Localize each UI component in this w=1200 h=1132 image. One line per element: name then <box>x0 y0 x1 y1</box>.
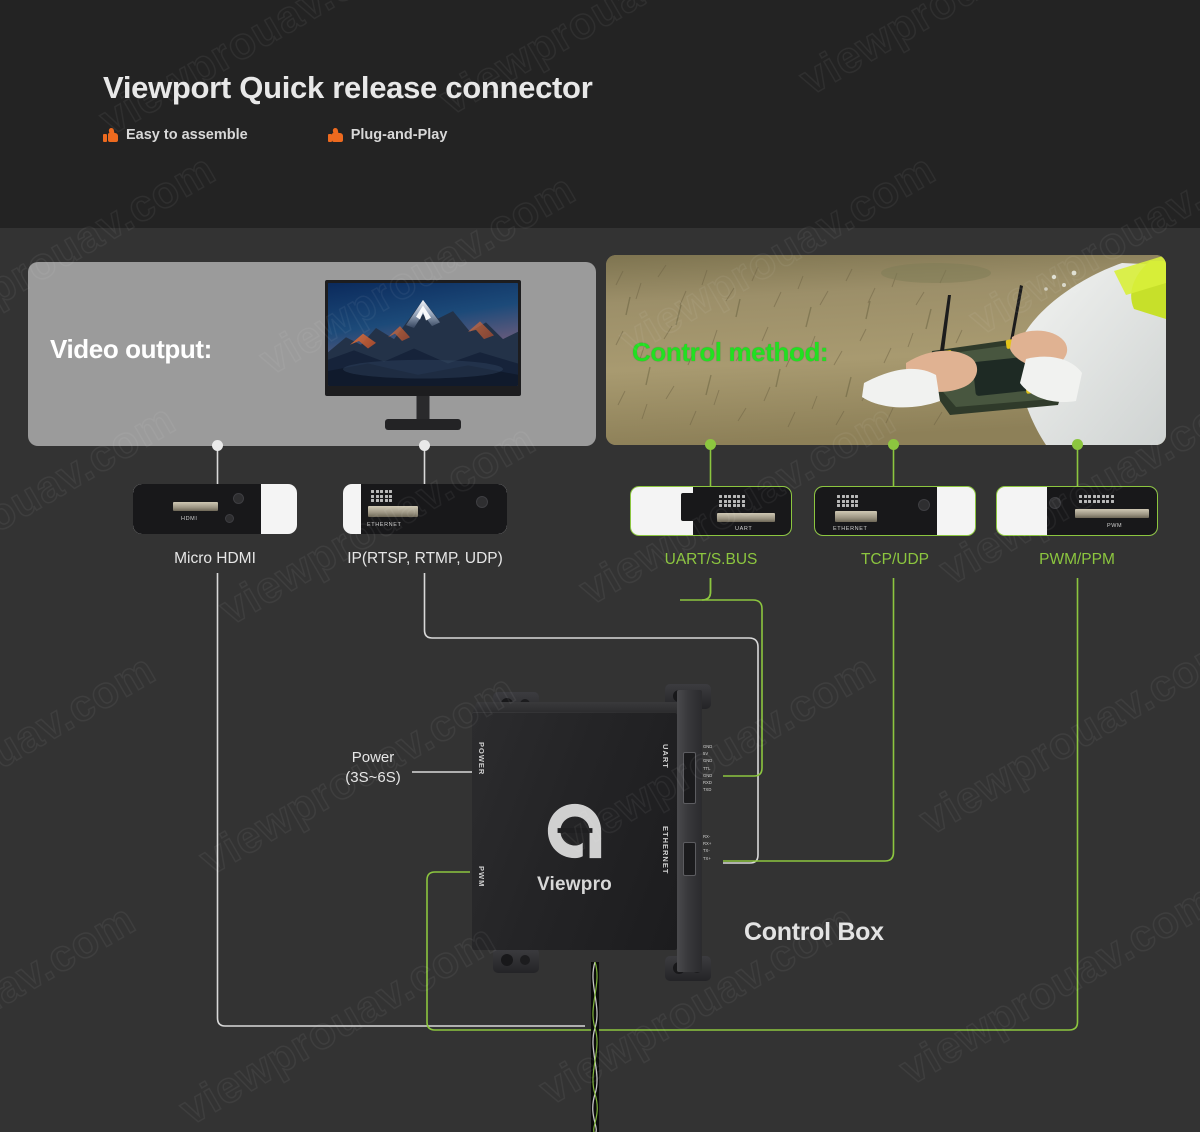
mountain-image <box>328 283 518 386</box>
power-label-line2: (3S~6S) <box>345 769 401 787</box>
ethernet-port <box>368 506 418 517</box>
control-box[interactable]: Viewpro POWER PWM UART ETHERNET GND 5V G… <box>455 680 735 981</box>
uart-pin: TXD <box>703 787 712 793</box>
port-label-pwm: PWM <box>477 866 486 888</box>
screw-icon <box>476 496 488 508</box>
module-uart-sbus[interactable]: UART <box>630 486 792 536</box>
wire-hdmi-to-box <box>216 573 585 1027</box>
ethernet-pin: RX+ <box>703 841 712 847</box>
feature-label: Easy to assemble <box>126 127 248 143</box>
ethernet-port-text: ETHERNET <box>367 522 402 528</box>
wire-tcp-to-ethernet <box>723 578 895 862</box>
uart-pin-labels: GND 5V GND TTL GND RXD TXD <box>703 744 712 792</box>
pwm-port-text: PWM <box>1107 523 1123 529</box>
uart-pin: GND <box>703 772 713 778</box>
port-label-power: POWER <box>477 742 486 776</box>
monitor-screen <box>325 280 521 396</box>
feature-plug-and-play: Plug-and-Play <box>327 127 448 143</box>
ethernet-port <box>835 511 877 522</box>
control-box-port-rail <box>677 690 702 972</box>
power-label-line1: Power <box>351 749 395 766</box>
pin-grid <box>837 495 858 507</box>
uart-pin: GND <box>703 744 713 749</box>
ethernet-pin: TX- <box>703 848 710 854</box>
monitor-illustration <box>325 280 521 430</box>
pin-grid <box>1079 495 1114 503</box>
ethernet-port-slot <box>683 842 696 876</box>
viewpro-logo-icon <box>547 803 601 859</box>
video-output-label: Video output: <box>50 334 212 364</box>
screw-icon <box>233 493 244 504</box>
control-box-brand: Viewpro <box>537 874 612 895</box>
feature-list: Easy to assemble Plug-and-Play <box>103 127 447 143</box>
pwm-port <box>1075 509 1149 518</box>
control-box-face: Viewpro <box>472 712 677 950</box>
uart-pin: RXD <box>703 779 712 785</box>
connector-dot-tcp <box>888 439 899 450</box>
monitor-stand-neck <box>416 396 430 422</box>
module-pwm-ppm[interactable]: PWM <box>996 486 1158 536</box>
connector-dot-pwm <box>1072 439 1083 450</box>
uart-pin: GND <box>703 758 713 764</box>
connector-dot-ip <box>419 440 430 451</box>
module-ip-video[interactable]: ETHERNET <box>343 484 507 534</box>
cable-bundle <box>576 961 616 1132</box>
field-photo <box>606 255 1166 445</box>
ethernet-pin: TX+ <box>703 855 711 861</box>
screw-icon <box>918 499 930 511</box>
ethernet-pin: RX- <box>703 834 711 839</box>
module-label-ip-video: IP(RTSP, RTMP, UDP) <box>347 550 503 567</box>
monitor-wallpaper <box>328 283 518 386</box>
thumbs-up-icon <box>327 127 343 143</box>
uart-port <box>717 513 775 522</box>
screw-icon <box>225 514 234 523</box>
monitor-stand-base <box>385 419 461 430</box>
hdmi-port <box>173 502 218 511</box>
uart-port-text: UART <box>735 526 753 532</box>
module-label-uart-sbus: UART/S.BUS <box>664 551 758 568</box>
ethernet-pin-labels: RX- RX+ TX- TX+ <box>703 834 711 861</box>
power-label: Power (3S~6S) <box>318 748 428 789</box>
port-label-uart: UART <box>661 744 670 769</box>
uart-pin: 5V <box>703 751 709 757</box>
uart-pin: TTL <box>703 765 711 771</box>
cable-bundle-svg <box>591 961 599 1132</box>
module-label-pwm-ppm: PWM/PPM <box>1039 551 1115 568</box>
module-tcp-udp[interactable]: ETHERNET <box>814 486 976 536</box>
module-label-tcp-udp: TCP/UDP <box>860 551 930 568</box>
page-title: Viewport Quick release connector <box>103 70 593 105</box>
control-method-panel: Control method: <box>606 255 1166 445</box>
control-method-label: Control method: <box>632 337 829 367</box>
module-label-micro-hdmi: Micro HDMI <box>174 550 256 567</box>
pin-grid <box>719 495 745 507</box>
feature-easy-to-assemble: Easy to assemble <box>103 127 248 143</box>
module-micro-hdmi[interactable]: HDMI <box>133 484 297 534</box>
hdmi-port-text: HDMI <box>181 516 198 522</box>
port-label-ethernet: ETHERNET <box>661 826 670 875</box>
thumbs-up-icon <box>103 127 118 143</box>
screw-icon <box>1049 497 1061 509</box>
uart-port-slot <box>683 752 696 804</box>
video-output-panel: Video output: <box>28 262 596 446</box>
wire-uart-bend <box>680 578 712 601</box>
ethernet-port-text: ETHERNET <box>833 526 868 532</box>
wire-pwm-to-pwm <box>426 578 1079 1031</box>
control-box-title: Control Box <box>744 918 884 946</box>
pin-grid <box>371 490 392 502</box>
mount-tab-bottom-left <box>493 948 539 973</box>
feature-label: Plug-and-Play <box>350 127 448 143</box>
header-band: Viewport Quick release connector Easy to… <box>0 0 1200 228</box>
connector-dot-hdmi <box>212 440 223 451</box>
connector-dot-uart <box>705 439 716 450</box>
